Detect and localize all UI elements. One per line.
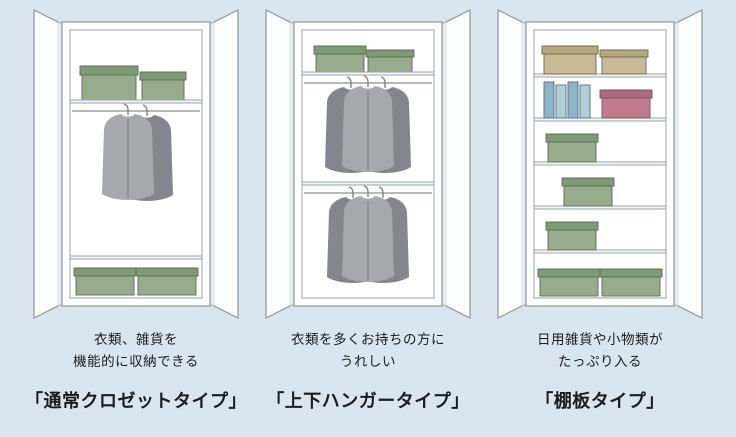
storage-boxes-top bbox=[313, 45, 415, 73]
caption-line: たっぷり入る bbox=[558, 353, 642, 369]
storage-box-shelf-4 bbox=[561, 177, 615, 207]
closet-illustration-two-tier-hanger bbox=[265, 9, 471, 319]
closet-type-panel-shelves: 日用雑貨や小物類が たっぷり入る 「棚板タイプ」 bbox=[486, 8, 714, 413]
shelf-boards bbox=[533, 73, 667, 254]
left-door bbox=[265, 9, 295, 319]
hanging-clothes-lower bbox=[326, 185, 410, 284]
hanging-clothes-upper bbox=[324, 75, 412, 174]
closet-type-title: 「上下ハンガータイプ」 bbox=[266, 391, 470, 411]
lower-shelf bbox=[69, 255, 203, 260]
caption: 衣類を多くお持ちの方に うれしい bbox=[291, 329, 445, 375]
closet-illustration-shelves bbox=[497, 9, 703, 319]
closet-illustration-standard bbox=[33, 9, 239, 319]
hanging-clothes bbox=[101, 103, 174, 202]
caption: 衣類、雑貨を 機能的に収納できる bbox=[73, 329, 199, 375]
closet-type-panel-standard: 衣類、雑貨を 機能的に収納できる 「通常クロゼットタイプ」 bbox=[22, 8, 250, 413]
left-door bbox=[497, 9, 527, 319]
closet-type-panel-hanger: 衣類を多くお持ちの方に うれしい 「上下ハンガータイプ」 bbox=[254, 8, 482, 413]
closet-type-title: 「通常クロゼットタイプ」 bbox=[25, 391, 247, 411]
books bbox=[543, 81, 591, 119]
storage-boxes-bottom bbox=[73, 267, 199, 296]
closet-type-title: 「棚板タイプ」 bbox=[535, 391, 665, 411]
caption-line: 衣類を多くお持ちの方に bbox=[291, 332, 445, 347]
caption-line: 日用雑貨や小物類が bbox=[537, 332, 663, 347]
storage-box-pink bbox=[599, 89, 653, 119]
upper-shelf bbox=[301, 71, 435, 76]
closet-type-comparison: 衣類、雑貨を 機能的に収納できる 「通常クロゼットタイプ」 bbox=[22, 8, 714, 413]
right-door bbox=[209, 9, 239, 319]
storage-box-shelf-5 bbox=[545, 221, 599, 251]
storage-boxes-top bbox=[541, 45, 649, 75]
caption: 日用雑貨や小物類が たっぷり入る bbox=[537, 329, 663, 375]
storage-box-shelf-3 bbox=[545, 133, 599, 163]
caption-line: 機能的に収納できる bbox=[73, 353, 199, 369]
caption-line: うれしい bbox=[340, 353, 396, 369]
caption-line: 衣類、雑貨を bbox=[93, 332, 178, 347]
storage-boxes-top bbox=[79, 65, 187, 101]
upper-shelf bbox=[69, 99, 203, 104]
left-door bbox=[33, 9, 63, 319]
right-door bbox=[673, 9, 703, 319]
middle-shelf bbox=[301, 181, 435, 186]
right-door bbox=[441, 9, 471, 319]
storage-boxes-bottom bbox=[537, 268, 663, 297]
